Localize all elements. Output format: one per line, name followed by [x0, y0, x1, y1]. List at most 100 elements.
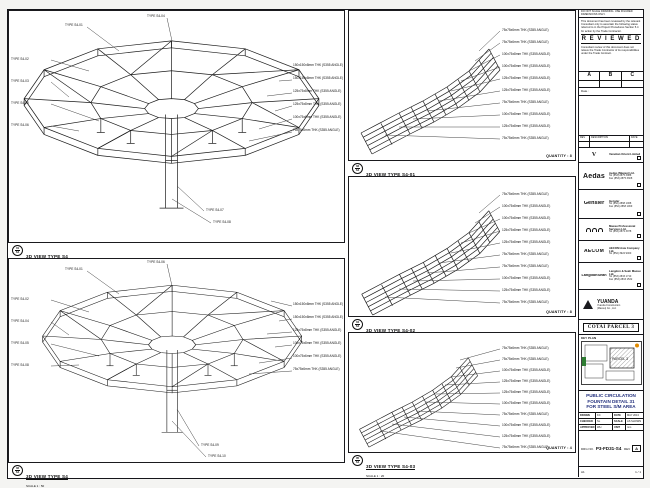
- consultant-contact: Tel (853) 2833 1710: [609, 275, 632, 279]
- aedas-logo: Aedas: [582, 172, 605, 180]
- callout-label: 100x75x8mm THK (S355 ANGLE): [293, 341, 342, 345]
- consultant-contact: Fax (853) 2875 3308: [609, 176, 633, 180]
- bubble-number: 05: [354, 455, 361, 461]
- drawing-title-line: PUBLIC CIRCULATION: [586, 393, 636, 398]
- drawing-number: P3-FD31-S4: [595, 446, 622, 452]
- date-label: Date :: [581, 89, 590, 93]
- status-option-b: B: [600, 72, 622, 81]
- reviewed-title: R E V I E W E D: [581, 34, 641, 45]
- detail-bubble: 02 S4: [12, 465, 23, 476]
- consultant-row-mps: Macau Professional Services Ltd. Tel (85…: [579, 219, 643, 241]
- callout-label: TYPE S4-05: [11, 101, 29, 105]
- callout-label: 100x75x6mm THK (S355 ANGLE): [293, 354, 342, 358]
- callout-label: 150x150x8mm THK (S355 ANGLE): [293, 302, 344, 306]
- bubble-sheet-ref: S4: [355, 324, 360, 328]
- detail-bubble: 05 S4: [352, 455, 363, 466]
- callout-label: 75x75x6mm THK (S355 ANGLE): [293, 367, 340, 371]
- rev-cell: [590, 142, 630, 147]
- bubble-number: 02: [14, 465, 21, 471]
- view-title-row: 05 S4 3D VIEW TYPE S4-03 SCALE 1 : 20: [352, 455, 416, 478]
- venetian-logo: V: [591, 152, 597, 158]
- callout-label: TYPE S4-08: [213, 220, 231, 224]
- callout-label: 75x75x6mm THK (S355 ANGLE): [502, 412, 549, 416]
- review-status-options: A B C: [579, 72, 643, 88]
- paper-size: A1: [581, 470, 585, 474]
- project-plate: COTAI PARCEL 3: [579, 320, 643, 335]
- callout-label: 75x75x6mm THK (S355 ANGLE): [502, 357, 549, 361]
- wireframe-strip-drawing: [360, 30, 501, 155]
- rev-col-header: DESCRIPTION: [590, 136, 630, 142]
- consultant-row-langdon-seah: LangdonSeah Langdon & Seah Macau Ltd. Te…: [579, 263, 643, 290]
- callout-label: TYPE S4-10: [208, 454, 226, 458]
- callout-label: 100x75x8mm THK (S355 ANGLE): [502, 216, 551, 220]
- callout-label: TYPE S4-08: [11, 363, 29, 367]
- callout-label: TYPE S4-05: [11, 341, 29, 345]
- view-panel-3d-type-s4-top: 150x150x8mm THK (S355 ANGLE) 150x150x8mm…: [8, 10, 345, 243]
- status-checkbox-c: [622, 81, 643, 87]
- contractor-name: Yuanda Construction: [597, 303, 621, 307]
- status-option-a: A: [579, 72, 601, 81]
- consultant-row-gensler: Gensler Gensler Tel (852) 2868 1068 Fax …: [579, 190, 643, 219]
- consultant-name: Macau Professional Services Ltd.: [609, 224, 636, 232]
- callout-label: TYPE S4-07: [206, 208, 224, 212]
- callout-label: 125x75x8mm THK (S355 ANGLE): [502, 379, 551, 383]
- reviewed-stamp: This document has been reviewed by the r…: [579, 18, 643, 72]
- callout-label: TYPE S4-04: [147, 14, 165, 18]
- callout-label: TYPE S4-04: [11, 319, 29, 323]
- parcel-label: PARCEL 3: [612, 357, 628, 361]
- view-title: 3D VIEW TYPE S4: [26, 474, 69, 480]
- consultant-contact: Fax (852) 2868 1069: [609, 204, 633, 208]
- callout-label: 125x75x8mm THK (S355 ANGLE): [502, 76, 551, 80]
- view-title-row: 02 S4 3D VIEW TYPE S4 SCALE 1 : 50: [12, 465, 69, 488]
- drawing-title-block: PUBLIC CIRCULATION FOUNTAIN DETAIL 31 FO…: [579, 391, 643, 467]
- review-checkbox: [637, 156, 641, 160]
- stamp-date-row: Date :: [579, 88, 643, 96]
- review-checkbox: [637, 234, 641, 238]
- sheet-footer: A1 1 / 1: [579, 467, 643, 477]
- callout-label: 100x75x8mm THK (S355 ANGLE): [502, 52, 551, 56]
- callout-label: 75x75x6mm THK (S355 ANGLE): [502, 252, 549, 256]
- callout-label: 125x75x8mm THK (S355 ANGLE): [502, 124, 551, 128]
- consultant-row-venetian: V Venetian Orient Limited: [579, 148, 643, 163]
- drawing-title-line: FOR STEEL S/M AREA: [586, 404, 636, 410]
- view-scale: SCALE 1 : 50: [26, 484, 45, 488]
- view-panel-3d-type-s4-01: 75x75x6mm THK (S355 ANGLE) 75x75x6mm THK…: [348, 10, 576, 161]
- callout-label: 75x75x6mm THK (S355 ANGLE): [502, 445, 549, 449]
- info-value: AS SHOWN: [626, 420, 643, 426]
- key-plan-map: PARCEL 3: [581, 341, 642, 385]
- wireframe-canopy-drawing: [42, 263, 302, 458]
- aecom-logo: AECOM: [583, 249, 605, 254]
- callout-label: 100x75x8mm THK (S355 ANGLE): [502, 112, 551, 116]
- callout-label: 100x75x6mm THK (S355 ANGLE): [293, 115, 342, 119]
- info-value: KC: [596, 413, 613, 420]
- status-checkbox-a: [579, 81, 601, 87]
- bubble-number: 03: [354, 163, 361, 169]
- rev-col-header: DATE: [630, 136, 643, 142]
- consultant-name: Langdon & Seah Macau Ltd.: [609, 269, 641, 277]
- info-label: UNIT: [613, 425, 626, 432]
- bubble-number: 01: [14, 245, 21, 251]
- callout-label: 100x75x8mm THK (S355 ANGLE): [502, 64, 551, 68]
- callout-label: 125x75x8mm THK (S355 ANGLE): [502, 88, 551, 92]
- callout-label: 75x75x6mm THK (S355 ANGLE): [502, 264, 549, 268]
- key-plan-section: KEY PLAN PARCEL 3: [579, 335, 643, 391]
- consultant-row-aecom: AECOM AECOM Asia Company Ltd. Tel (852) …: [579, 241, 643, 263]
- green-accent-marker: [582, 357, 586, 366]
- consultant-name: Gensler: [609, 199, 620, 203]
- info-value: WH: [596, 425, 613, 432]
- gensler-logo: Gensler: [583, 201, 605, 207]
- quantity-label: QUANTITY : 4: [546, 446, 572, 450]
- quantity-label: QUANTITY : 8: [546, 310, 572, 314]
- status-option-c: C: [621, 72, 643, 81]
- callout-label: 125x75x8mm THK (S355 ANGLE): [502, 288, 551, 292]
- info-label: SCALE: [613, 419, 626, 426]
- callout-label: 75x75x6mm THK (S355 ANGLE): [502, 40, 549, 44]
- info-label: APPROVED: [579, 425, 596, 432]
- key-plan-label: KEY PLAN: [581, 336, 597, 340]
- callout-label: 100x75x8mm THK (S355 ANGLE): [502, 401, 551, 405]
- callout-label: TYPE S4-06: [147, 260, 165, 264]
- drawing-number-row: DRG NO. P3-FD31-S4 REV A: [579, 431, 643, 466]
- drawing-info-grid: DRAWN KC DATE MAY 2013 CHECKED SL SCALE …: [579, 413, 643, 432]
- wireframe-strip-drawing: [361, 194, 501, 316]
- callout-label: 100x75x8mm THK (S355 ANGLE): [502, 204, 551, 208]
